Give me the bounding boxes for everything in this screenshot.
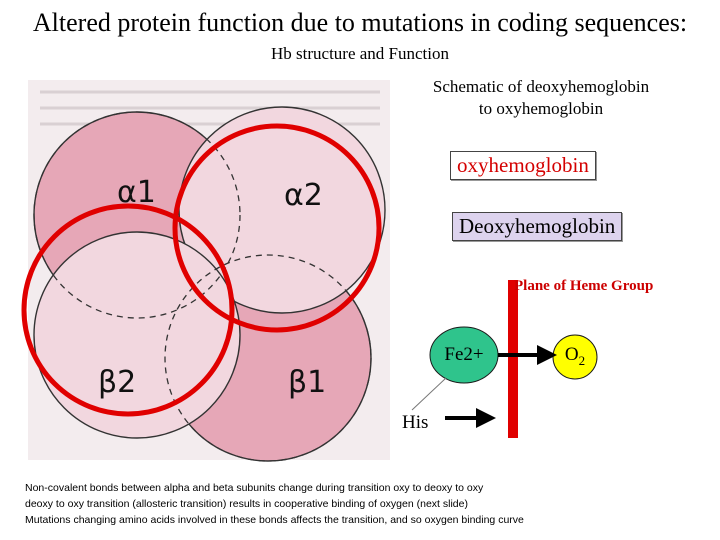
alpha2-label: α2 [284,178,323,213]
heme-plane-bar [508,280,518,438]
hidden-subunit-outlines [33,111,372,462]
oxygen-symbol: O [564,344,579,365]
iron-label: Fe2+ [444,344,484,365]
footnote-line-3: Mutations changing amino acids involved … [25,514,524,526]
slide-title: Altered protein function due to mutation… [32,8,688,37]
beta2-subunit [33,231,241,439]
deoxyhemoglobin-label: Deoxyhemoglobin [452,212,623,241]
beta1-label: β1 [288,365,326,400]
schematic-caption-line-1: Schematic of deoxyhemoglobin [432,77,650,96]
heme-plane-label: Plane of Heme Group [514,278,654,294]
footnote-line-2: deoxy to oxy transition (allosteric tran… [25,498,468,510]
schematic-caption-line-2: to oxyhemoglobin [478,99,604,118]
footnote-line-1: Non-covalent bonds between alpha and bet… [25,482,484,494]
histidine-label: His [402,412,429,433]
oxygen-subscript: 2 [578,352,586,368]
beta2-dimer-highlight [21,203,235,417]
alpha2-dimer-highlight [172,123,382,333]
footnotes: Non-covalent bonds between alpha and bet… [25,480,715,528]
beta2-label: β2 [98,365,136,400]
his-connector-line [411,377,447,411]
slide-subtitle: Hb structure and Function [271,44,449,63]
oxyhemoglobin-label: oxyhemoglobin [450,151,596,180]
schematic-caption: Schematic of deoxyhemoglobin to oxyhemog… [400,76,682,120]
oxygen-label: O2 [552,344,598,369]
